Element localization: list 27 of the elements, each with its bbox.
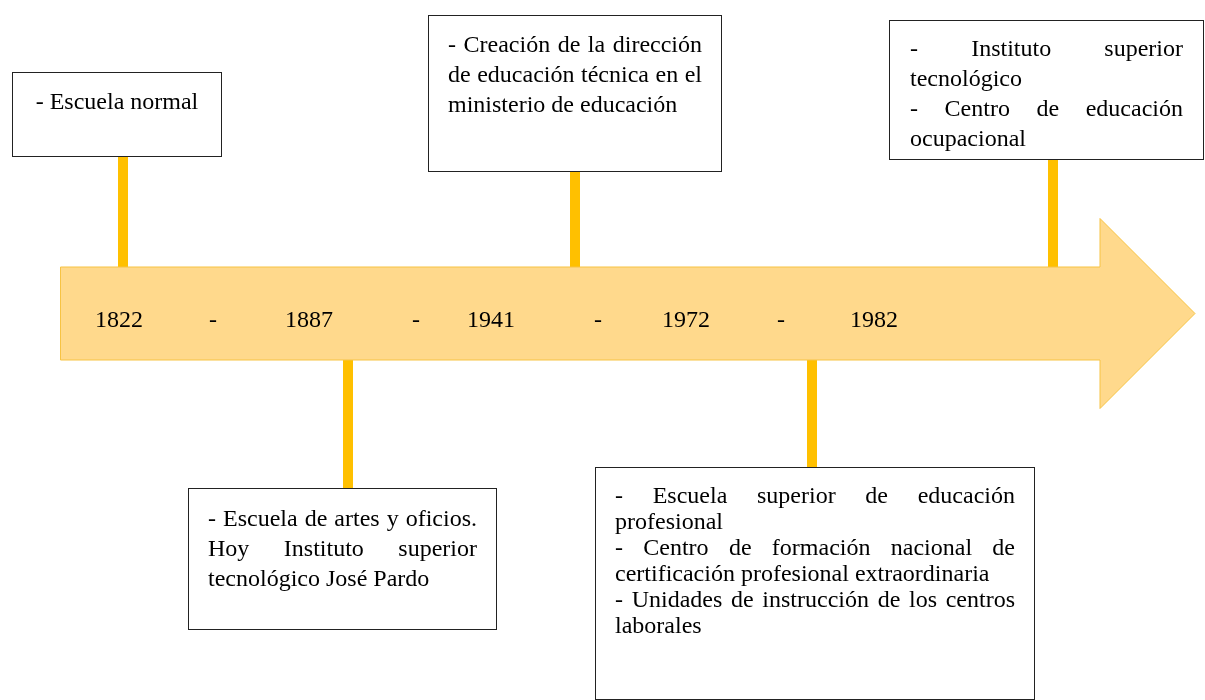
event-text: - Escuela superior de educación profesional [615,482,1015,534]
year-label: - [209,307,217,331]
year-label: 1822 [95,307,143,331]
event-box [595,467,1035,700]
year-label: 1972 [662,307,710,331]
event-text: - Escuela normal [34,87,200,116]
event-text: - Instituto superior tecnológico [910,34,1183,93]
year-label: 1941 [467,307,515,331]
event-box [428,15,722,172]
year-label: - [777,307,785,331]
year-label: 1982 [850,307,898,331]
event-text: - Centro de educación ocupacional [910,94,1183,153]
event-box [12,72,222,157]
year-label: - [412,307,420,331]
event-box [889,20,1204,160]
year-label: - [594,307,602,331]
event-text: - Escuela de artes y oficios. Hoy Instituto superior tecnológico José Pardo [208,504,477,593]
year-label: 1887 [285,307,333,331]
event-text: - Creación de la dirección de educación técnica en el ministerio de educación [448,30,702,119]
event-text: - Unidades de instrucción de los centros laborales [615,586,1015,638]
connector-line [1048,160,1058,267]
event-box [188,488,497,630]
connector-line [343,360,353,488]
connector-line [570,172,580,267]
connector-line [118,157,128,267]
event-text: - Centro de formación nacional de certificación profesional extraordinaria [615,534,1015,586]
connector-line [807,360,817,467]
